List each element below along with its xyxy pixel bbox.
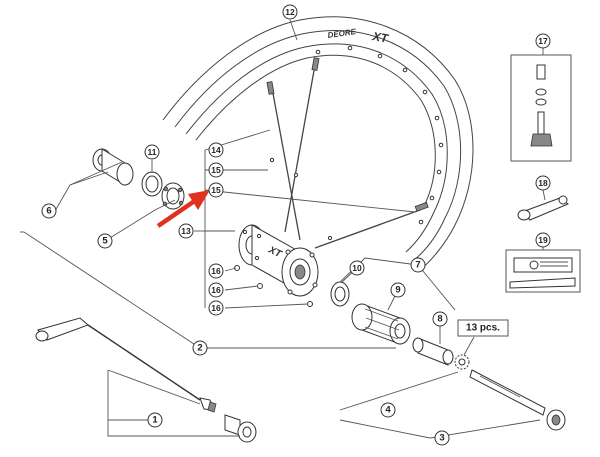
callout-15a: 15 [208,162,224,178]
callout-15b-label: 15 [211,185,221,195]
callout-14: 14 [208,142,224,158]
valve-box [510,54,572,162]
callout-16a: 16 [208,263,224,279]
decal-box [505,249,581,293]
callout-8-label: 8 [437,314,442,325]
callout-13-label: 13 [181,226,191,236]
callout-12: 12 [282,4,298,20]
quantity-label: 13 pcs. [466,323,500,334]
spoke-nipple-top-right [311,57,320,71]
spokes [266,57,429,249]
spoke-nipple-right [414,201,429,212]
callout-10: 10 [349,260,365,276]
callout-14-label: 14 [211,145,221,155]
ball-bearings [454,354,470,370]
callout-1-label: 1 [152,415,158,426]
callout-11-label: 11 [148,147,157,157]
callout-15b: 15 [208,182,224,198]
callout-4: 4 [380,402,396,418]
lock-ring-tool [517,195,569,221]
spoke-nipple-top-left [266,81,275,95]
callout-16b: 16 [208,282,224,298]
callout-19-label: 19 [538,235,548,245]
rim-model-text: XT [370,29,390,46]
leader-lines [20,19,546,439]
callout-9-label: 9 [395,285,400,296]
callout-16b-label: 16 [211,285,221,295]
callout-7: 7 [410,257,426,273]
hub-axle [469,369,566,431]
rim: DEORE XT [162,16,474,271]
callout-2: 2 [192,340,208,356]
rim-brand-text: DEORE [327,27,357,40]
callout-3: 3 [434,430,450,446]
callout-8: 8 [432,311,448,327]
callout-16a-label: 16 [211,266,221,276]
callout-11: 11 [144,144,160,160]
callout-6: 6 [41,203,57,219]
callout-15a-label: 15 [211,165,221,175]
rim-spoke-holes [315,45,444,225]
callout-3-label: 3 [439,433,444,444]
callout-1: 1 [147,412,163,428]
callout-16c-label: 16 [211,303,221,313]
pointer-arrow [156,190,210,228]
callout-9: 9 [390,282,406,298]
hub-body: XT [238,224,319,297]
callout-17: 17 [535,33,551,49]
callout-12-label: 12 [285,7,295,17]
callout-5: 5 [97,233,113,249]
callout-18-label: 18 [538,178,548,188]
callout-10-label: 10 [352,263,362,273]
callout-7-label: 7 [415,260,420,271]
callout-2-label: 2 [197,343,202,354]
callout-17-label: 17 [538,36,548,46]
callout-5-label: 5 [102,236,108,247]
callout-16c: 16 [208,300,224,316]
quick-release [35,317,257,443]
quantity-label-group: 13 pcs. [457,319,509,337]
left-cone-assembly [92,148,185,210]
callout-4-label: 4 [385,405,391,416]
callout-19: 19 [535,232,551,248]
callout-18: 18 [535,175,551,191]
callout-6-label: 6 [46,206,51,217]
callout-13: 13 [178,223,194,239]
freehub-assembly [330,281,454,366]
